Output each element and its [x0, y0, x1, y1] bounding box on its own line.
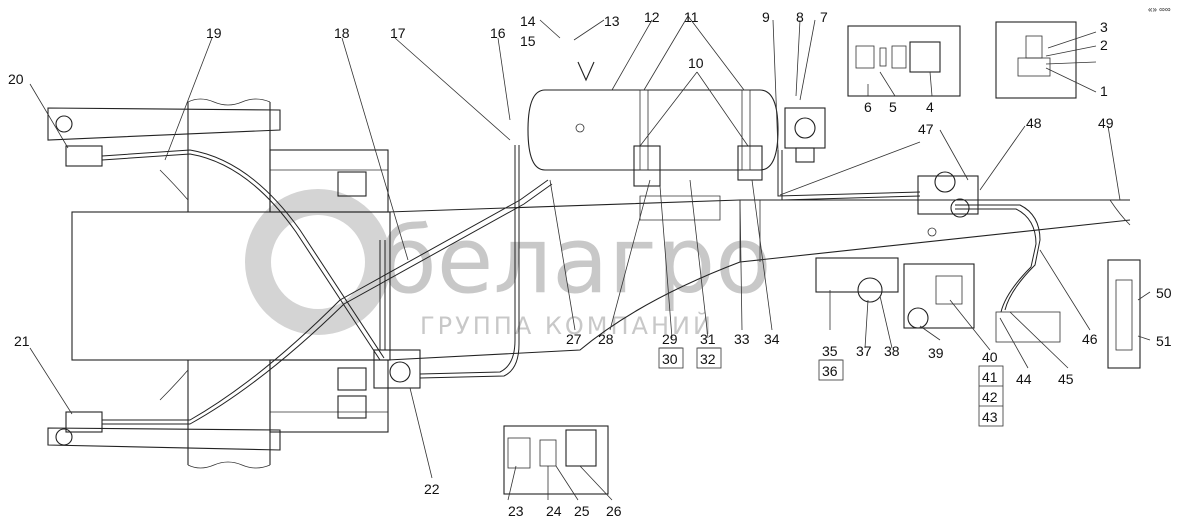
- pipelines: [101, 145, 1041, 425]
- callout-51: 51: [1156, 333, 1172, 349]
- callout-16: 16: [490, 25, 506, 41]
- callout-33: 33: [734, 331, 750, 347]
- callout-32: 32: [700, 351, 716, 367]
- stacked-label-rules: [658, 347, 1004, 427]
- callout-19: 19: [206, 25, 222, 41]
- callout-4: 4: [926, 99, 934, 115]
- callout-42: 42: [982, 389, 998, 405]
- watermark-brand: белагро: [380, 207, 772, 314]
- callout-8: 8: [796, 9, 804, 25]
- callout-12: 12: [644, 9, 660, 25]
- callout-43: 43: [982, 409, 998, 425]
- callout-21: 21: [14, 333, 30, 349]
- callout-14: 14: [520, 13, 536, 29]
- callout-29: 29: [662, 331, 678, 347]
- tractor-frame: [47, 98, 1131, 469]
- callout-1: 1: [1100, 83, 1108, 99]
- callout-49: 49: [1098, 115, 1114, 131]
- callout-34: 34: [764, 331, 780, 347]
- callout-24: 24: [546, 503, 562, 519]
- callout-27: 27: [566, 331, 582, 347]
- detail-insets: [503, 21, 1141, 495]
- callout-22: 22: [424, 481, 440, 497]
- callout-41: 41: [982, 369, 998, 385]
- callout-26: 26: [606, 503, 622, 519]
- callout-31: 31: [700, 331, 716, 347]
- callout-23: 23: [508, 503, 524, 519]
- air-receiver: [527, 61, 826, 187]
- callout-46: 46: [1082, 331, 1098, 347]
- callout-38: 38: [884, 343, 900, 359]
- callout-15: 15: [520, 33, 536, 49]
- callout-10: 10: [688, 55, 704, 71]
- callout-25: 25: [574, 503, 590, 519]
- callout-17: 17: [390, 25, 406, 41]
- callout-28: 28: [598, 331, 614, 347]
- corner-mark: «» ∞∞: [1148, 5, 1171, 14]
- callout-5: 5: [889, 99, 897, 115]
- callout-35: 35: [822, 343, 838, 359]
- callout-37: 37: [856, 343, 872, 359]
- callout-labels: 1 2 3 4 5 6 7 8 9 10 11 12 13 14 15 16 1…: [8, 9, 1172, 519]
- callout-36: 36: [822, 363, 838, 379]
- callout-7: 7: [820, 9, 828, 25]
- callout-44: 44: [1016, 371, 1032, 387]
- callout-45: 45: [1058, 371, 1074, 387]
- watermark-subtitle: ГРУППА КОМПАНИЙ: [420, 311, 714, 340]
- callout-13: 13: [604, 13, 620, 29]
- callout-48: 48: [1026, 115, 1042, 131]
- callout-47: 47: [918, 121, 934, 137]
- brake-valve: [917, 171, 979, 237]
- callout-39: 39: [928, 345, 944, 361]
- callout-11: 11: [684, 9, 699, 25]
- callout-6: 6: [864, 99, 872, 115]
- callout-18: 18: [334, 25, 350, 41]
- leader-lines: [29, 15, 1151, 501]
- callout-30: 30: [662, 351, 678, 367]
- callout-9: 9: [762, 9, 770, 25]
- callout-20: 20: [8, 71, 24, 87]
- callout-40: 40: [982, 349, 998, 365]
- callout-2: 2: [1100, 37, 1108, 53]
- callout-50: 50: [1156, 285, 1172, 301]
- callout-3: 3: [1100, 19, 1108, 35]
